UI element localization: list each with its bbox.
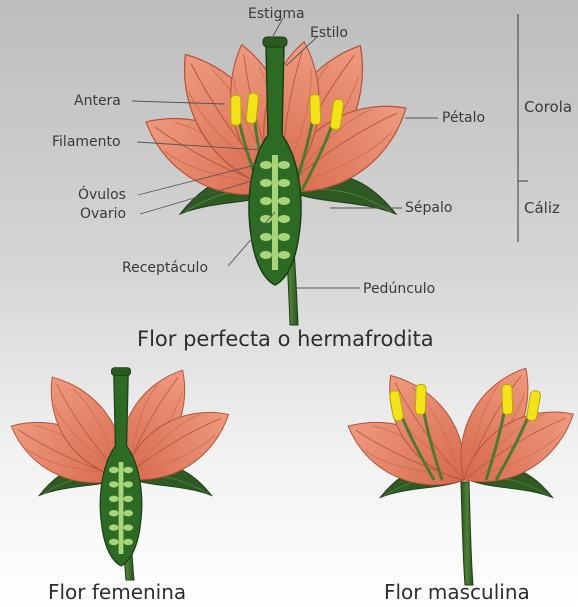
label-pedunculo: Pedúnculo	[363, 282, 435, 296]
label-corola: Corola	[524, 100, 572, 115]
label-estilo: Estilo	[310, 26, 348, 40]
label-ovario: Ovario	[80, 207, 126, 221]
female-flower	[1, 359, 241, 580]
label-petalo: Pétalo	[442, 111, 485, 125]
label-sepalo: Sépalo	[405, 201, 452, 215]
label-ovulos: Óvulos	[78, 188, 126, 202]
label-filamento: Filamento	[52, 135, 121, 149]
caption-male-flower: Flor masculina	[384, 582, 530, 602]
male-flower	[338, 356, 578, 585]
caption-female-flower: Flor femenina	[48, 582, 186, 602]
label-antera: Antera	[74, 94, 121, 108]
label-estigma: Estigma	[248, 7, 305, 21]
label-caliz: Cáliz	[524, 201, 560, 216]
label-receptaculo: Receptáculo	[122, 261, 208, 275]
caption-perfect-flower: Flor perfecta o hermafrodita	[137, 329, 434, 350]
